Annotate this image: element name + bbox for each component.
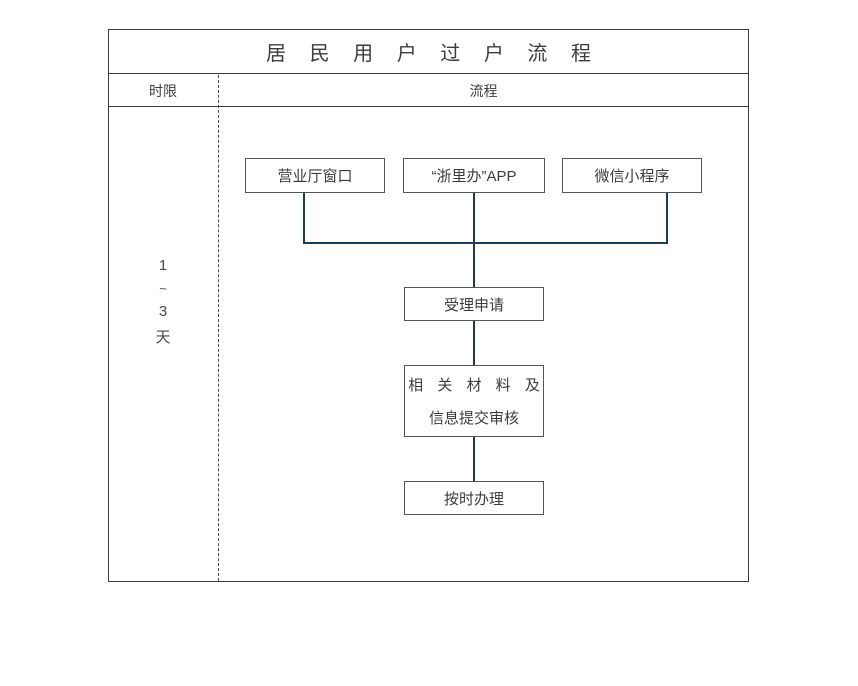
connector-merge-bus	[303, 242, 668, 244]
connector-submit-to-handle	[473, 436, 475, 482]
duration-label: 1 ~ 3 天	[108, 258, 218, 345]
connector-accept-to-submit	[473, 320, 475, 366]
node-service-hall-window[interactable]: 营业厅窗口	[245, 158, 385, 193]
connector-bus-to-accept	[473, 242, 475, 288]
column-header-flow: 流程	[469, 82, 498, 99]
title-row: 居 民 用 户 过 户 流 程	[108, 29, 749, 74]
node-process-on-time[interactable]: 按时办理	[404, 481, 544, 515]
duration-to: 3	[158, 303, 168, 320]
column-header-time: 时限	[149, 82, 177, 99]
node-zhelib-app-label: “浙里办”APP	[431, 168, 517, 185]
page-title: 居 民 用 户 过 户 流 程	[266, 42, 600, 65]
node-process-on-time-label: 按时办理	[443, 490, 504, 508]
column-divider	[218, 75, 219, 581]
duration-from: 1	[158, 257, 168, 274]
node-submit-materials-review[interactable]: 相 关 材 料 及 信息提交审核	[404, 365, 544, 437]
node-submit-materials-review-line2: 信息提交审核	[428, 410, 519, 427]
node-wechat-miniprogram-label: 微信小程序	[594, 168, 670, 185]
duration-unit: 天	[155, 329, 171, 346]
node-zhelib-app[interactable]: “浙里办”APP	[403, 158, 545, 193]
duration-tilde: ~	[159, 281, 167, 296]
connector-hall-down	[303, 193, 305, 243]
node-submit-materials-review-line1: 相 关 材 料 及	[408, 377, 545, 394]
node-accept-application-label: 受理申请	[443, 296, 504, 314]
column-header-row: 时限 流程	[108, 74, 749, 107]
node-accept-application[interactable]: 受理申请	[404, 287, 544, 321]
connector-app-down	[473, 193, 475, 243]
node-service-hall-window-label: 营业厅窗口	[277, 168, 353, 185]
connector-wechat-down	[666, 193, 668, 243]
node-wechat-miniprogram[interactable]: 微信小程序	[562, 158, 702, 193]
